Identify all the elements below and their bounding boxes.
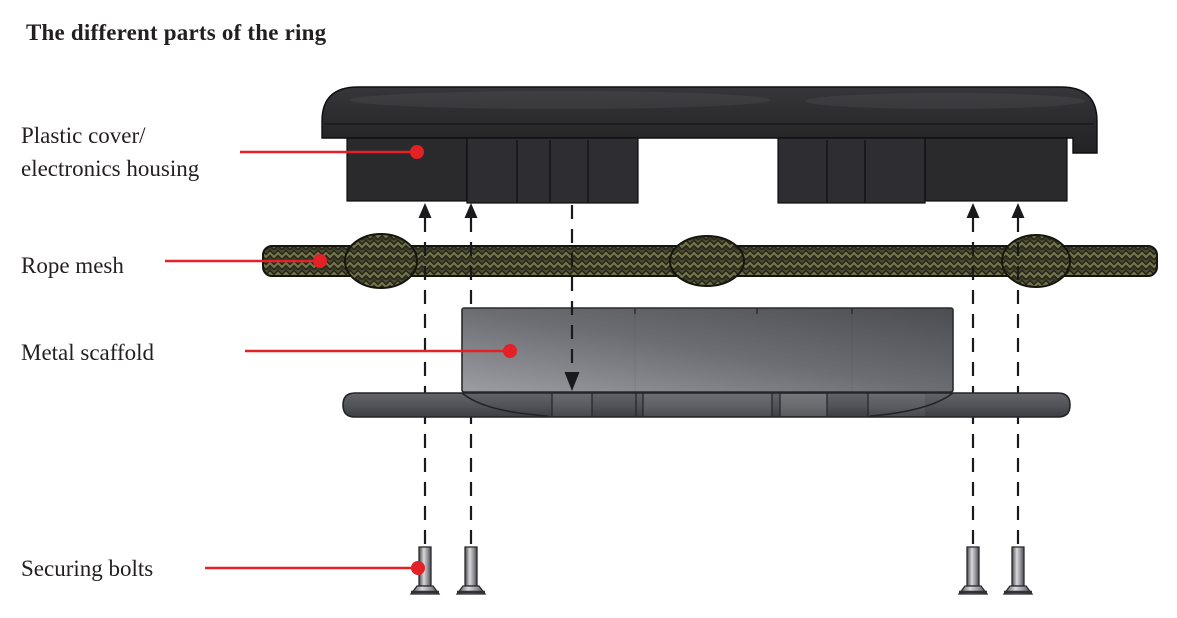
cover-tabs-right xyxy=(777,137,926,204)
securing-bolts-shape xyxy=(409,546,1034,595)
label-rope-mesh: Rope mesh xyxy=(21,253,124,278)
label-plastic-cover: Plastic cover/ electronics housing xyxy=(21,123,200,181)
label-metal-scaffold: Metal scaffold xyxy=(21,340,155,365)
cover-tabs-left xyxy=(466,137,639,204)
leader-metal-scaffold xyxy=(245,344,517,358)
metal-scaffold-shape xyxy=(461,307,954,393)
dashed-line-center xyxy=(564,205,580,391)
dashed-line-left-1 xyxy=(418,203,432,545)
leader-plastic-cover xyxy=(240,145,424,159)
leader-securing-bolts xyxy=(205,561,425,575)
leader-rope-mesh xyxy=(165,254,327,268)
bolt-2 xyxy=(455,546,487,595)
bolt-3 xyxy=(957,546,989,595)
cover-body-left xyxy=(346,137,468,202)
base-plate-shape xyxy=(342,392,1071,418)
dashed-line-right-1 xyxy=(966,203,980,545)
rope-mesh-shape xyxy=(262,233,1158,289)
bolt-4 xyxy=(1002,546,1034,595)
assembly-dashed-lines xyxy=(418,203,1025,545)
dashed-line-right-2 xyxy=(1011,203,1025,545)
cover-body-right xyxy=(924,137,1068,202)
label-securing-bolts: Securing bolts xyxy=(21,556,154,581)
leader-lines xyxy=(165,145,517,575)
plastic-cover-shape xyxy=(321,86,1098,204)
dashed-line-left-2 xyxy=(464,203,478,545)
figure-title: The different parts of the ring xyxy=(26,20,327,45)
bolt-1 xyxy=(409,546,441,595)
cover-dome xyxy=(321,86,1098,154)
